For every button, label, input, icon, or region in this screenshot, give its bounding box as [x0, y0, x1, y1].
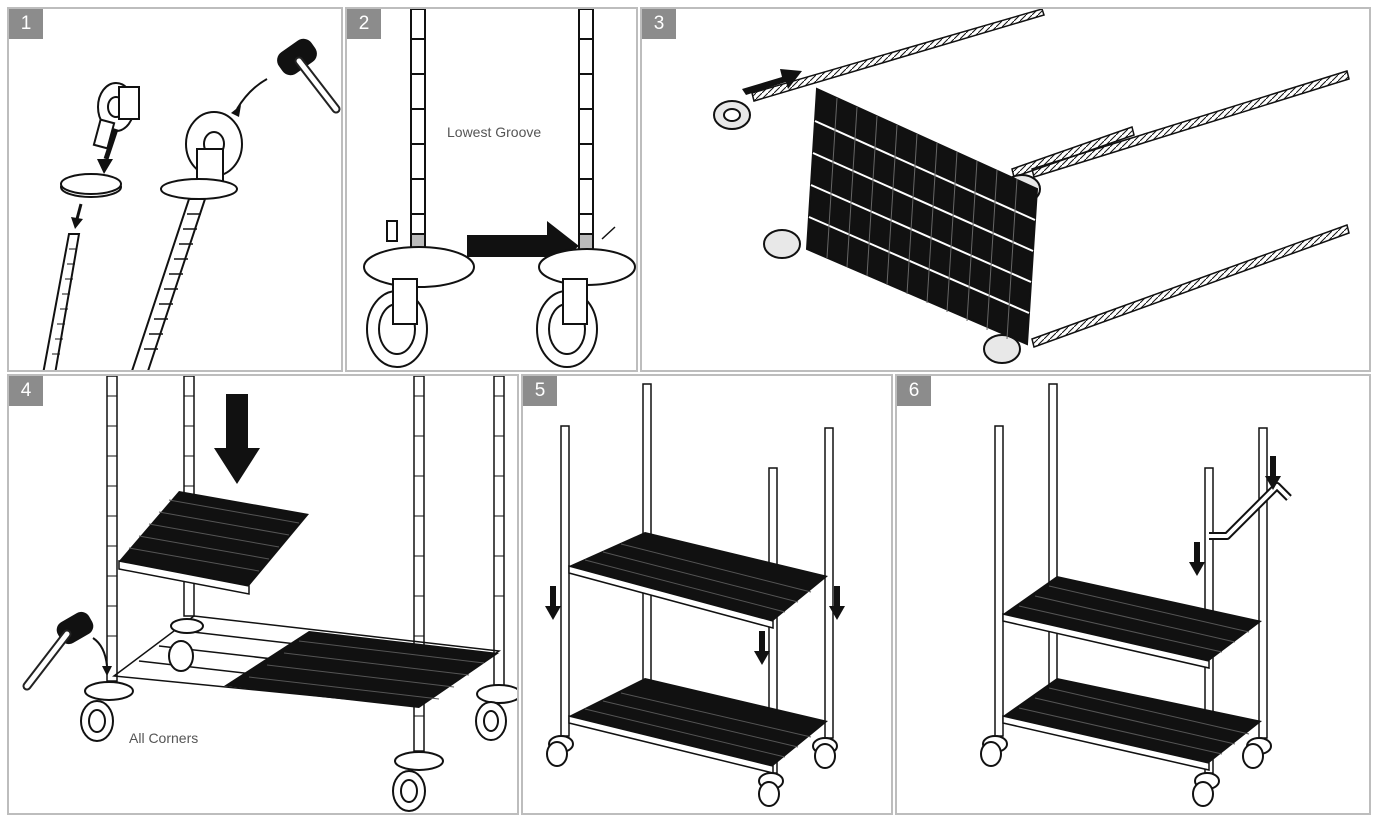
step-6-badge: 6 — [897, 376, 931, 406]
arrow-icon — [103, 128, 119, 160]
step-3-illustration — [713, 9, 1350, 364]
step-1-badge: 1 — [9, 9, 43, 39]
all-corners-label: All Corners — [129, 730, 199, 746]
step-4-panel: 4 All Corners — [7, 374, 519, 815]
step-1-panel: 1 — [7, 7, 343, 372]
hammer-icon — [231, 38, 341, 117]
step-1-illustration — [42, 38, 341, 370]
arrow-icon — [1189, 456, 1281, 576]
step-4-illustration — [22, 376, 517, 812]
step-6-panel: 6 — [895, 374, 1371, 815]
caster-icon — [546, 735, 838, 807]
arrow-icon — [742, 69, 802, 95]
step-5-illustration — [545, 383, 845, 807]
shelf-icon — [224, 631, 499, 708]
step-4-badge: 4 — [9, 376, 43, 406]
arrow-icon — [214, 394, 260, 484]
lowest-groove-label: Lowest Groove — [447, 124, 542, 140]
step-5-badge: 5 — [523, 376, 557, 406]
step-2-panel: 2 Lowest Groove — [345, 7, 638, 372]
post-icon — [42, 233, 81, 370]
step-5-panel: 5 — [521, 374, 893, 815]
step-2-illustration — [363, 9, 636, 368]
shelf-icon — [1002, 576, 1262, 771]
handle — [1209, 482, 1292, 540]
shelf-icon — [568, 532, 828, 774]
step-2-badge: 2 — [347, 9, 381, 39]
arrow-icon — [545, 586, 845, 665]
step-3-panel: 3 — [640, 7, 1371, 372]
step-6-illustration — [980, 383, 1292, 807]
post-icon — [751, 9, 1350, 348]
step-3-badge: 3 — [642, 9, 676, 39]
caster-icon — [92, 82, 140, 150]
hammer-icon — [22, 611, 112, 691]
caster-icon — [980, 735, 1272, 807]
shelf-icon — [118, 491, 309, 595]
caster-icon — [80, 618, 517, 812]
shelf-icon — [805, 87, 1039, 346]
